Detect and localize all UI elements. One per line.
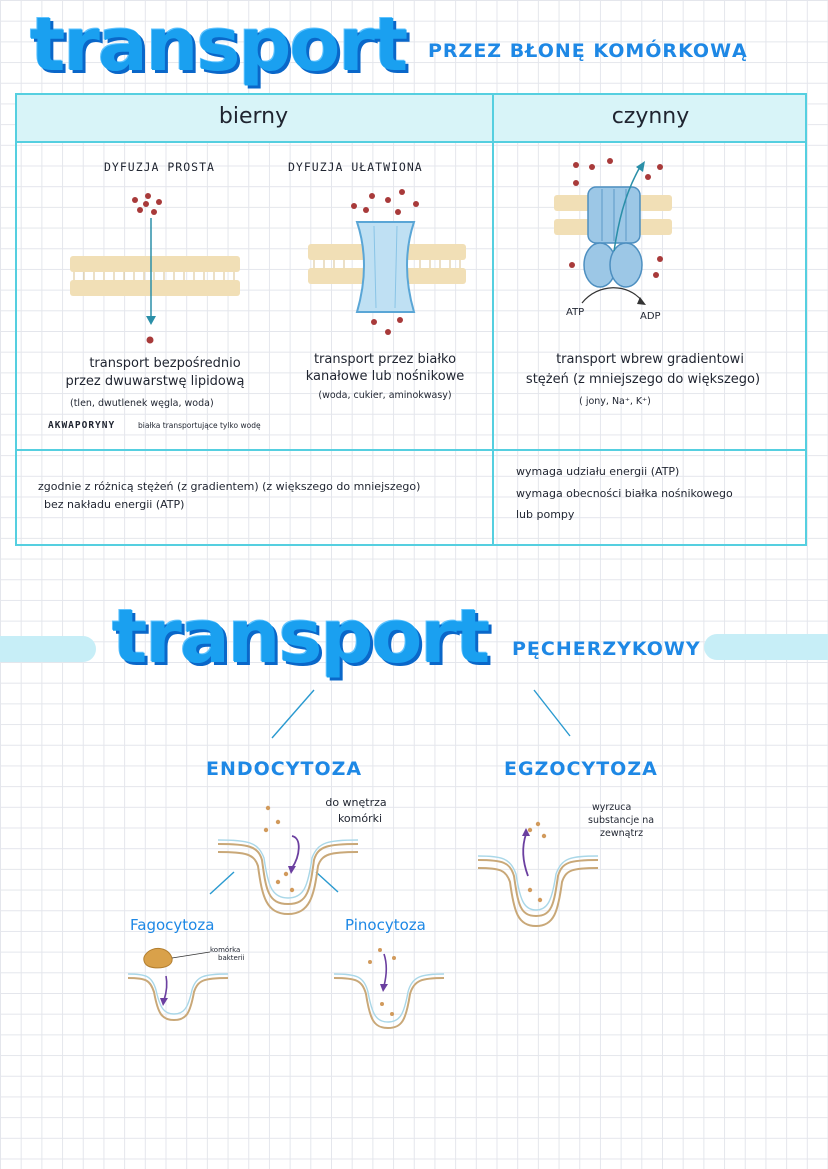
column-header-active: czynny <box>611 104 690 129</box>
facilitated-diffusion-heading: DYFUZJA UŁATWIONA <box>288 160 423 174</box>
table-divider-header <box>15 141 807 143</box>
facilitated-diffusion-desc-2: kanałowe lub nośnikowe <box>305 369 465 384</box>
molecules <box>132 193 162 344</box>
pinocytosis-label: Pinocytoza <box>345 916 426 934</box>
active-footer-2: wymaga obecności białka nośnikowego <box>516 487 733 500</box>
facilitated-diffusion-examples: (woda, cukier, aminokwasy) <box>318 390 452 401</box>
simple-diffusion-heading: DYFUZJA PROSTA <box>104 160 215 174</box>
passive-footer-2: bez nakładu energii (ATP) <box>44 498 185 511</box>
atp-label: ATP <box>566 307 585 318</box>
channel-protein <box>355 221 416 313</box>
phagocytosis-label: Fagocytoza <box>130 916 215 934</box>
page-title: transport <box>30 2 408 88</box>
branch-lines <box>209 689 571 895</box>
section-subtitle: PĘCHERZYKOWY <box>512 638 701 660</box>
exocytosis-heading: EGZOCYTOZA <box>504 758 658 780</box>
section-title: transport <box>112 594 490 680</box>
endocytosis-note-1: do wnętrza <box>325 796 387 809</box>
aquaporins-term: AKWAPORYNY <box>48 420 116 431</box>
active-transport-desc-2: stężeń (z mniejszego do większego) <box>525 372 761 387</box>
aquaporins-desc: białka transportujące tylko wodę <box>138 421 261 430</box>
active-footer-1: wymaga udziału energii (ATP) <box>516 465 680 478</box>
active-transport-examples: ( jony, Na⁺, K⁺) <box>579 396 651 407</box>
phagocytosis-diagram <box>128 948 228 1022</box>
page-subtitle: PRZEZ BŁONĘ KOMÓRKOWĄ <box>428 40 748 62</box>
pump-protein <box>583 186 643 288</box>
active-transport-desc-1: transport wbrew gradientowi <box>556 352 744 367</box>
simple-diffusion-examples: (tlen, dwutlenek węgla, woda) <box>70 398 214 409</box>
exocytosis-note-3: zewnątrz <box>600 828 644 839</box>
highlight-band-left <box>0 636 96 662</box>
column-header-passive: bierny <box>218 104 289 129</box>
exocytosis-note-1: wyrzuca <box>592 802 632 813</box>
bacteria-label-1: komórka <box>210 946 241 954</box>
exocytosis-diagram <box>478 821 598 928</box>
adp-label: ADP <box>640 311 661 322</box>
exocytosis-note-2: substancje na <box>588 815 655 826</box>
facilitated-diffusion-diagram <box>308 189 466 335</box>
active-footer-3: lub pompy <box>516 508 575 521</box>
table-divider-columns <box>492 93 494 546</box>
bacteria-label-2: bakterii <box>218 954 245 962</box>
endocytosis-diagram <box>218 805 358 916</box>
pinocytosis-diagram <box>334 948 444 1030</box>
endocytosis-heading: ENDOCYTOZA <box>206 758 363 780</box>
simple-diffusion-diagram <box>70 193 240 344</box>
facilitated-diffusion-desc-1: transport przez białko <box>313 352 457 367</box>
simple-diffusion-desc-1: transport bezpośrednio <box>89 356 241 371</box>
lipid-bilayer <box>70 256 240 296</box>
passive-footer-1: zgodnie z różnicą stężeń (z gradientem) … <box>38 480 421 493</box>
table-header-band <box>15 93 806 142</box>
highlight-band-right <box>704 634 828 660</box>
table-divider-footer <box>15 449 807 451</box>
active-transport-diagram <box>554 158 672 305</box>
endocytosis-note-2: komórki <box>337 812 383 825</box>
transport-table <box>15 93 807 546</box>
simple-diffusion-desc-2: przez dwuwarstwę lipidową <box>65 374 245 389</box>
